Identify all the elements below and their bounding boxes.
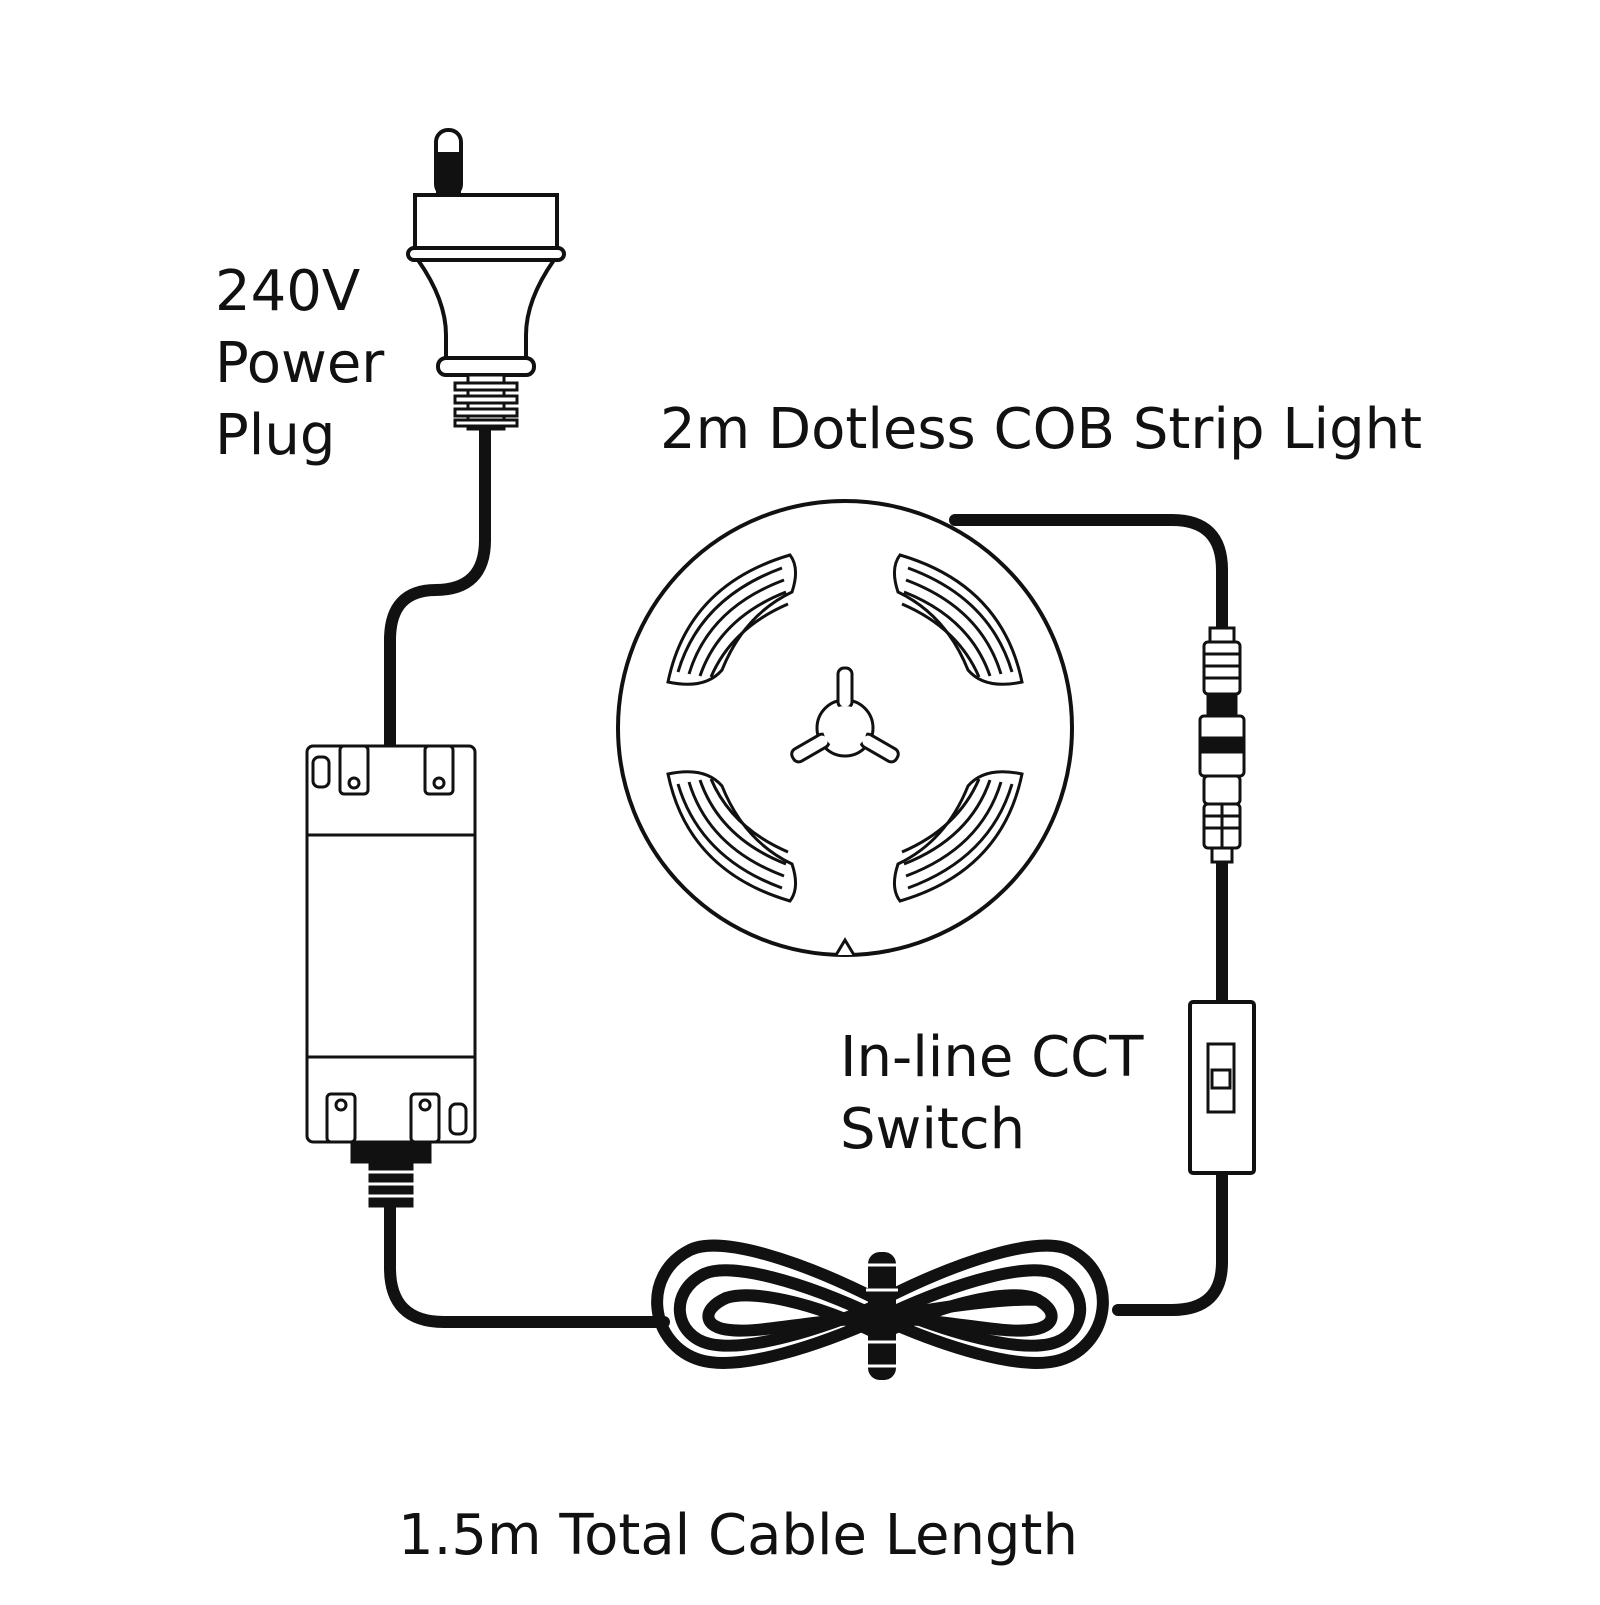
plug-strain-relief <box>453 373 519 431</box>
reel-window-tl <box>666 553 797 686</box>
plug-body-top <box>413 193 559 252</box>
plug-collar <box>436 356 536 377</box>
power-plug-icon <box>406 128 566 431</box>
cable-driver-to-coil <box>384 1199 670 1328</box>
cable-coil-icon <box>651 1239 1109 1380</box>
plug-body <box>414 258 558 362</box>
dc-connector-icon <box>1198 626 1246 864</box>
driver-box-icon <box>305 744 477 1208</box>
reel-window-bl <box>666 770 797 903</box>
cable-connector-to-reel <box>949 514 1228 634</box>
strip-light-label: 2m Dotless COB Strip Light <box>660 397 1423 462</box>
power-plug-label-line-1: 240V <box>215 259 361 324</box>
strip-reel-icon <box>616 499 1074 957</box>
plug-pin-stripe <box>436 152 461 196</box>
driver-case <box>305 744 477 1144</box>
cable-coil-to-switch <box>1112 1167 1228 1316</box>
reel-window-tr <box>893 553 1024 686</box>
power-plug-label: 240V Power Plug <box>215 256 384 472</box>
power-plug-label-line-3: Plug <box>215 403 336 468</box>
cables <box>384 422 1228 1328</box>
reel-window-br <box>893 770 1024 903</box>
reel-hub <box>790 666 900 764</box>
cct-switch-label-line-2: Switch <box>840 1097 1026 1162</box>
switch-slider[interactable] <box>1210 1068 1232 1090</box>
power-plug-label-line-2: Power <box>215 331 385 396</box>
cable-plug-to-driver <box>384 422 491 754</box>
cct-switch-label: In-line CCT Switch <box>840 1022 1144 1166</box>
cct-switch-icon <box>1188 1000 1256 1175</box>
cable-length-label: 1.5m Total Cable Length <box>398 1503 1078 1568</box>
cct-switch-label-line-1: In-line CCT <box>840 1025 1144 1090</box>
coil-tie <box>868 1252 896 1380</box>
